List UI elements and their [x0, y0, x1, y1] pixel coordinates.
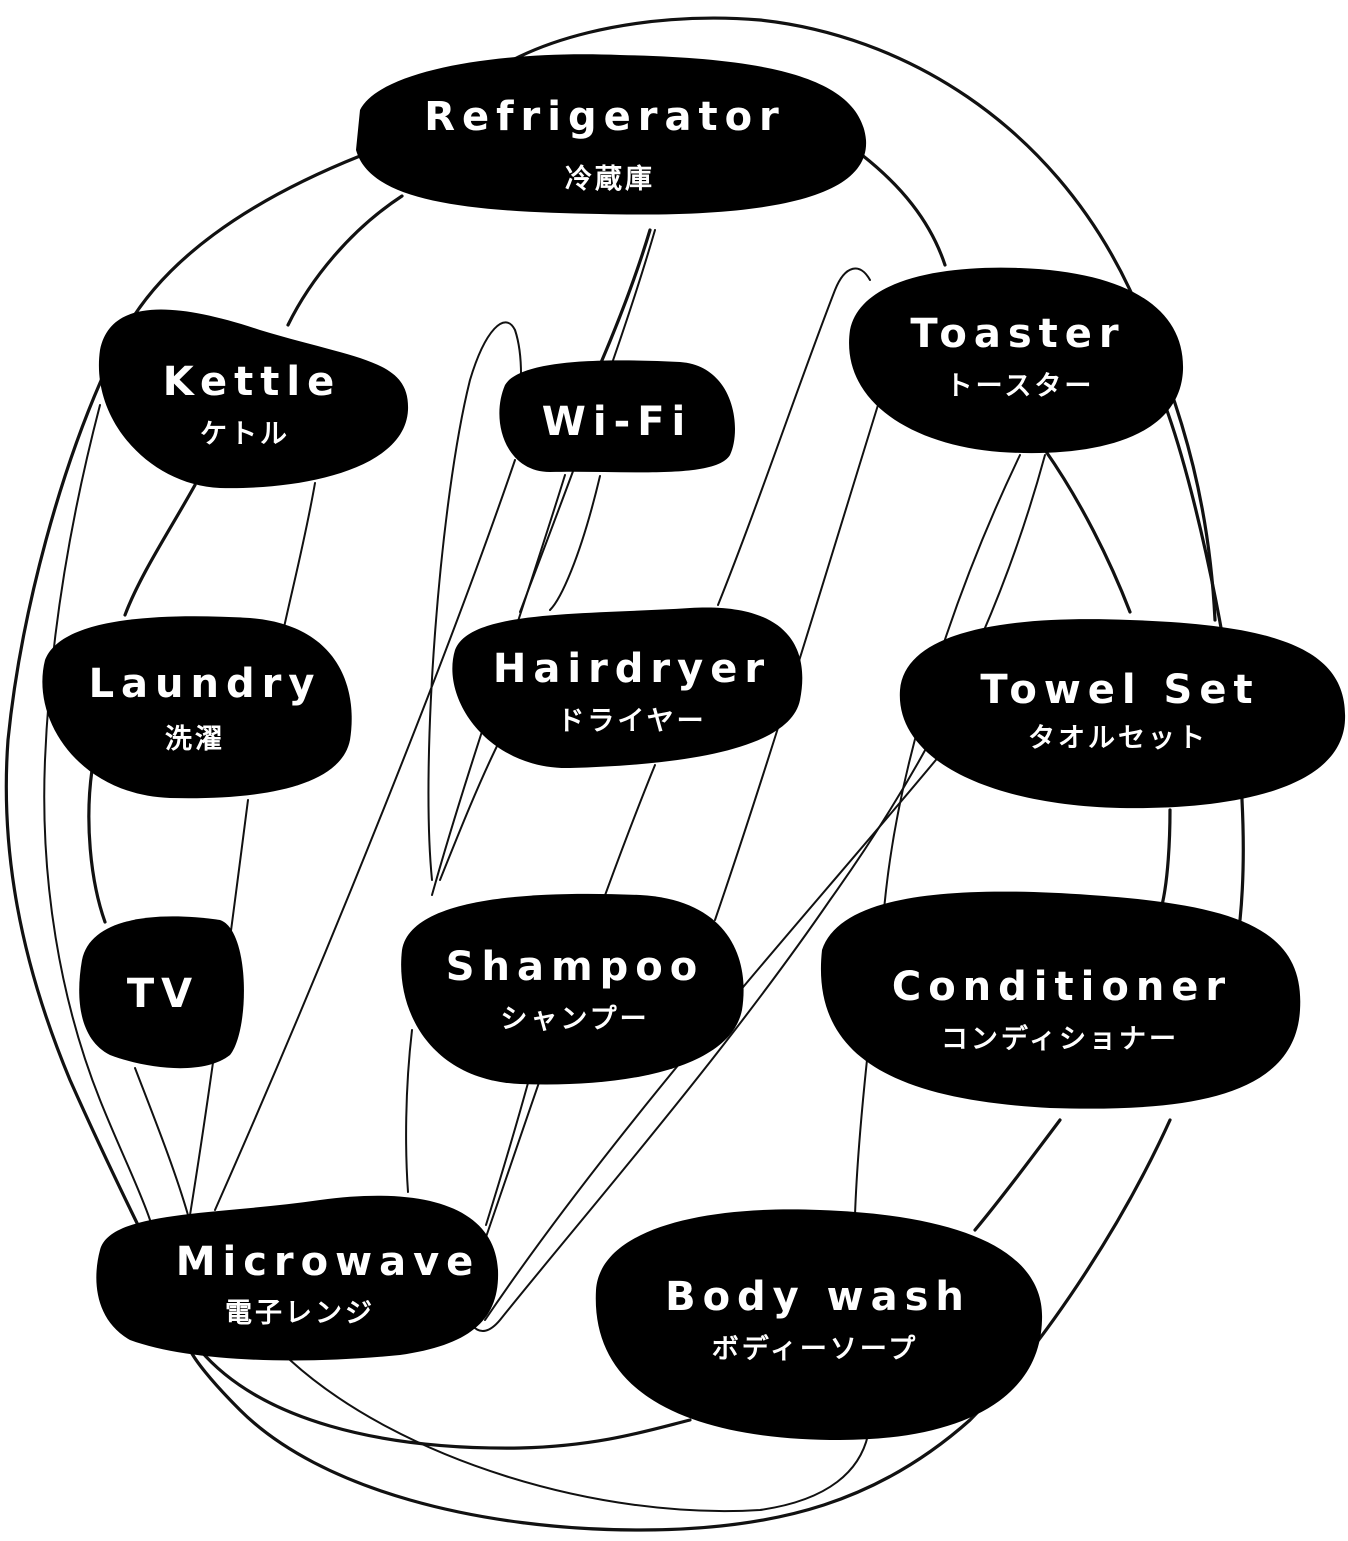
- edge-hairdryer-shampoo: [439, 739, 501, 881]
- node-sublabel: 電子レンジ: [225, 1298, 375, 1329]
- node-blob: [401, 893, 744, 1085]
- node-kettle[interactable]: Kettle ケトル: [98, 309, 409, 489]
- edge-refrigerator-toaster: [860, 153, 947, 267]
- node-microwave[interactable]: Microwave 電子レンジ: [96, 1195, 499, 1361]
- node-blob: [849, 267, 1184, 454]
- node-sublabel: トースター: [946, 371, 1095, 402]
- edges: [4, 16, 1245, 1532]
- node-sublabel: ケトル: [200, 419, 290, 450]
- edge-conditioner-bodywash: [973, 1118, 1062, 1232]
- edge-laundry-tv: [87, 768, 107, 924]
- edge-kettle-microwave: [43, 404, 151, 1221]
- edge-toaster-bodywash: [854, 454, 1021, 1216]
- node-wifi[interactable]: Wi-Fi: [499, 360, 735, 473]
- edge-toaster-hairdryer: [717, 267, 871, 606]
- node-blob: [595, 1209, 1043, 1440]
- node-refrigerator[interactable]: Refrigerator 冷蔵庫: [356, 54, 867, 215]
- node-sublabel: ドライヤー: [557, 706, 706, 737]
- edge-refrigerator-kettle: [286, 194, 404, 327]
- node-label: Microwave: [176, 1239, 481, 1285]
- node-body-wash[interactable]: Body wash ボディーソープ: [595, 1209, 1043, 1440]
- node-blob: [79, 916, 244, 1069]
- node-sublabel: ボディーソープ: [712, 1333, 919, 1365]
- edge-shampoo-microwave-2: [485, 1082, 529, 1226]
- edge-tv-microwave: [134, 1067, 189, 1216]
- edge-refrigerator-wifi: [598, 228, 652, 367]
- edge-towelset-conditioner: [1160, 808, 1172, 907]
- node-label: Laundry: [89, 661, 322, 707]
- node-label: Refrigerator: [424, 94, 786, 140]
- node-towel-set[interactable]: Towel Set タオルセット: [899, 619, 1346, 809]
- node-toaster[interactable]: Toaster トースター: [849, 267, 1184, 454]
- node-sublabel: コンディショナー: [941, 1023, 1179, 1055]
- node-blob: [42, 616, 352, 799]
- node-blob: [820, 891, 1301, 1109]
- node-label: Hairdryer: [493, 646, 771, 692]
- node-laundry[interactable]: Laundry 洗濯: [42, 616, 352, 799]
- edge-wifi-hairdryer: [549, 475, 601, 611]
- edge-wifi-microwave: [214, 459, 516, 1211]
- node-sublabel: シャンプー: [500, 1004, 649, 1035]
- node-blob: [98, 309, 409, 489]
- edge-outer-top-right: [468, 16, 1217, 622]
- node-blob: [96, 1195, 499, 1361]
- node-label: Shampoo: [446, 944, 705, 990]
- node-label: TV: [127, 971, 199, 1017]
- node-conditioner[interactable]: Conditioner コンディショナー: [820, 891, 1301, 1109]
- node-blob: [356, 54, 867, 215]
- node-label: Toaster: [910, 311, 1125, 357]
- node-label: Conditioner: [892, 964, 1232, 1010]
- node-blob: [452, 607, 803, 769]
- node-shampoo[interactable]: Shampoo シャンプー: [401, 893, 744, 1085]
- node-label: Body wash: [665, 1274, 971, 1320]
- node-sublabel: 冷蔵庫: [565, 164, 655, 195]
- node-hairdryer[interactable]: Hairdryer ドライヤー: [452, 607, 803, 769]
- edge-kettle-laundry: [123, 483, 197, 617]
- edge-kettle-laundry-2: [282, 482, 316, 633]
- edge-toaster-towelset: [1043, 448, 1132, 614]
- node-label: Kettle: [163, 359, 342, 405]
- node-tv[interactable]: TV: [79, 916, 244, 1069]
- edge-bodywash-microwave: [289, 1359, 869, 1513]
- edge-outer-bottom: [188, 1118, 1172, 1532]
- node-sublabel: タオルセット: [1028, 723, 1208, 754]
- node-sublabel: 洗濯: [165, 724, 225, 755]
- edge-shampoo-microwave: [405, 1029, 413, 1193]
- node-label: Towel Set: [980, 667, 1259, 713]
- edge-wifi-shampoo-loop: [427, 321, 522, 881]
- node-label: Wi-Fi: [542, 399, 692, 445]
- node-blob: [499, 360, 735, 473]
- node-blob: [899, 619, 1346, 809]
